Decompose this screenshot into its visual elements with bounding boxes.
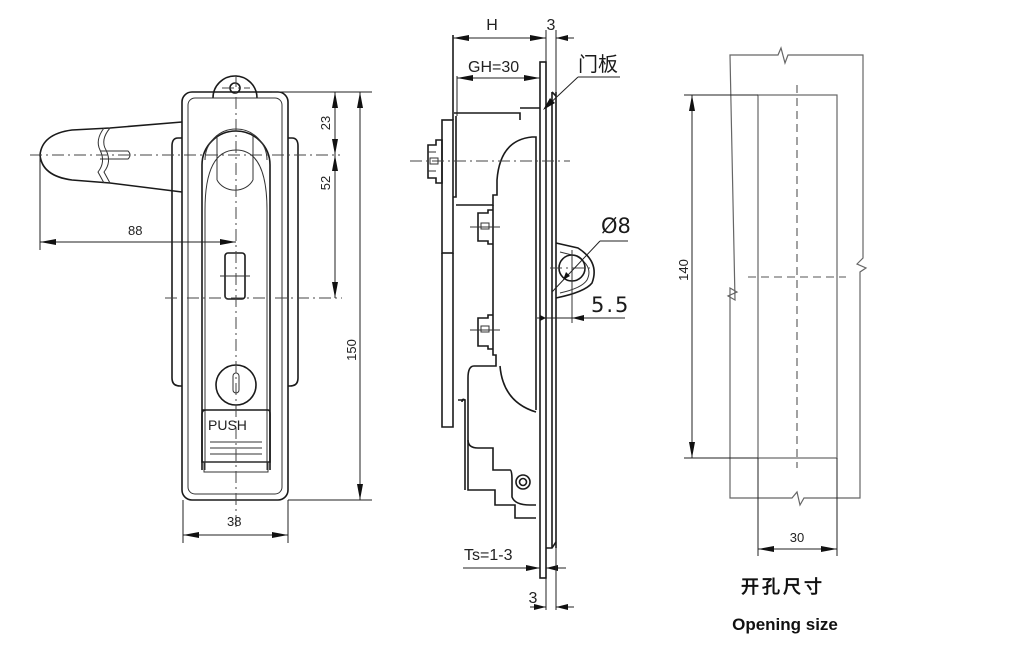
svg-text:52: 52 xyxy=(318,176,333,190)
dim-hole-offset: 5.5 xyxy=(537,293,630,321)
push-label: PUSH xyxy=(208,417,247,433)
door-panel-callout: 门板 xyxy=(543,52,620,110)
side-view: Ø8 5.5 H 3 GH= xyxy=(410,17,631,610)
left-flange xyxy=(171,137,182,387)
dim-pivot-to-slot: 52 xyxy=(318,155,338,298)
dim-hole-diameter: Ø8 xyxy=(551,214,631,293)
cutout-view: 140 30 开孔尺寸 Opening size xyxy=(676,46,868,634)
svg-text:30: 30 xyxy=(790,530,804,545)
dim-gh: GH=30 xyxy=(456,59,540,116)
dim-plate-thickness-top: 3 xyxy=(545,17,574,92)
body-outer xyxy=(181,91,289,501)
dim-total-height: 150 xyxy=(344,92,363,500)
housing-profile xyxy=(456,136,537,410)
svg-text:5.5: 5.5 xyxy=(591,293,630,317)
svg-text:GH=30: GH=30 xyxy=(468,59,519,76)
rear-plate xyxy=(441,119,454,254)
svg-text:3: 3 xyxy=(529,590,538,607)
svg-text:88: 88 xyxy=(128,223,142,238)
svg-text:150: 150 xyxy=(344,339,359,361)
svg-text:Ø8: Ø8 xyxy=(601,214,631,238)
svg-text:H: H xyxy=(486,17,498,34)
cutout-rect xyxy=(757,94,838,459)
front-view: PUSH 88 38 xyxy=(30,75,372,543)
dim-top-to-pivot: 23 xyxy=(318,92,338,155)
svg-text:23: 23 xyxy=(318,116,333,130)
dim-width: 38 xyxy=(182,500,289,543)
rivet xyxy=(515,474,531,490)
svg-text:38: 38 xyxy=(227,514,241,529)
dim-plate-thickness-bottom: 3 xyxy=(529,548,574,610)
dim-ts: Ts=1-3 xyxy=(463,547,566,571)
dim-h: H xyxy=(453,17,546,41)
panel-outline xyxy=(726,46,868,507)
svg-text:门板: 门板 xyxy=(578,52,618,76)
right-flange xyxy=(288,137,299,387)
dim-cutout-height: 140 xyxy=(676,94,758,459)
svg-text:140: 140 xyxy=(676,259,691,281)
body-inner xyxy=(187,97,283,495)
cutout-title-en: Opening size xyxy=(732,615,838,634)
handle-grip xyxy=(39,121,183,193)
nut-large xyxy=(427,139,443,184)
svg-text:Ts=1-3: Ts=1-3 xyxy=(464,547,513,564)
dim-handle-length: 88 xyxy=(39,155,236,250)
svg-text:3: 3 xyxy=(547,17,556,34)
nut-small-2 xyxy=(477,314,493,350)
top-tab xyxy=(212,75,258,99)
dim-cutout-width: 30 xyxy=(757,458,838,556)
cutout-title-cn: 开孔尺寸 xyxy=(741,576,825,597)
